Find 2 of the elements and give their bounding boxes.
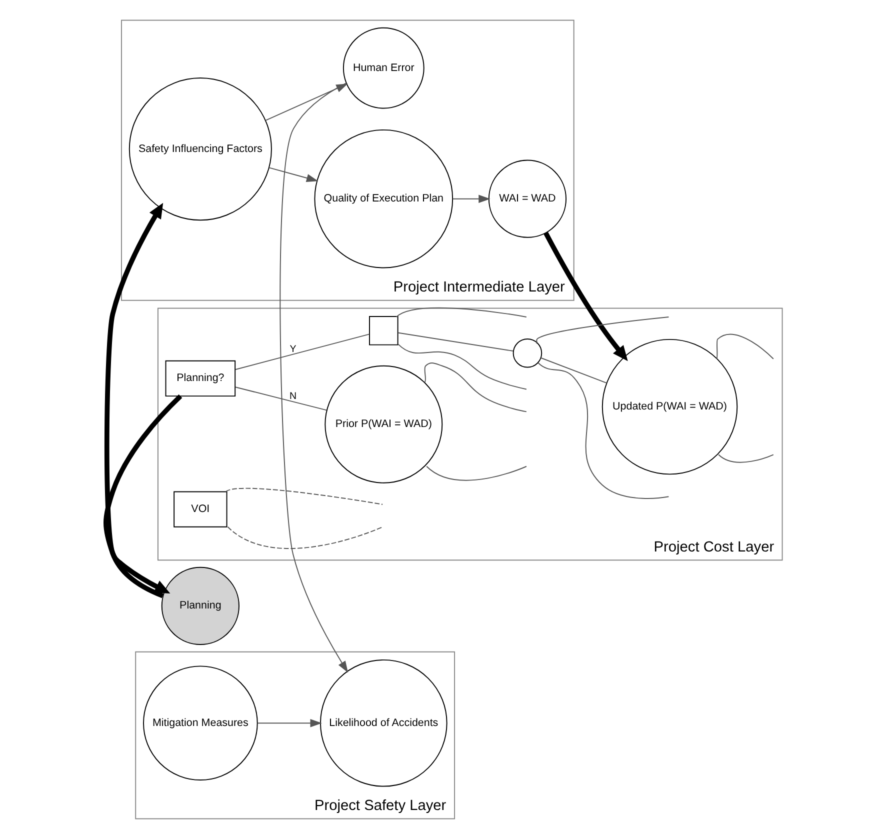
edge-label: Y: [289, 344, 296, 356]
edge-label: N: [289, 391, 296, 402]
